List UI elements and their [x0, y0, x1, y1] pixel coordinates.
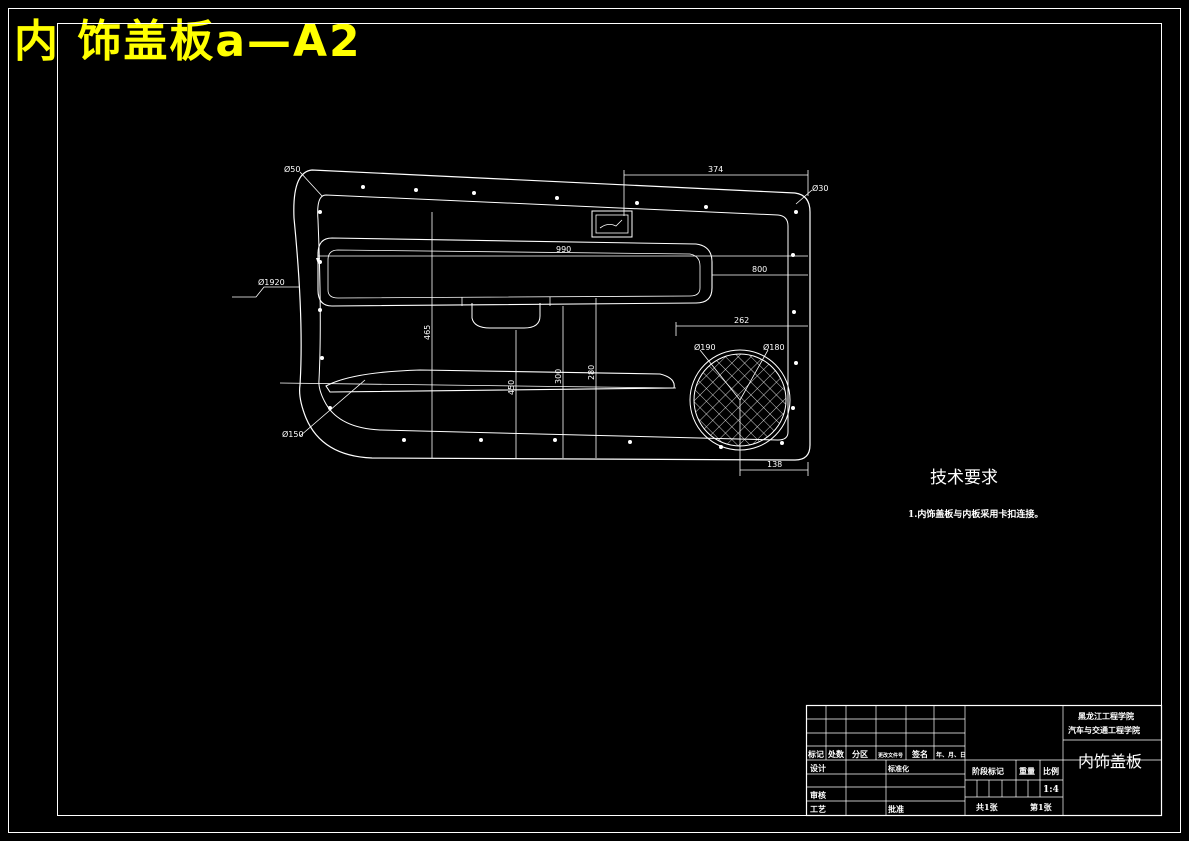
tb-part-name: 内饰盖板 — [1078, 752, 1142, 771]
tb-date: 年、月、日 — [936, 751, 966, 759]
clip-holes — [318, 185, 798, 449]
dim-d150: Ø150 — [282, 429, 304, 439]
tb-change-doc: 更改文件号 — [878, 752, 903, 759]
dimension-lines — [232, 170, 813, 476]
dim-d1920: Ø1920 — [258, 277, 285, 287]
tb-weight-label: 重量 — [1019, 766, 1035, 776]
tb-mark: 标记 — [807, 749, 824, 759]
dim-374: 374 — [708, 165, 723, 174]
sheet-title: 内 饰盖板a—A2 — [14, 16, 362, 67]
tb-process: 工艺 — [810, 804, 826, 814]
dim-d50: Ø50 — [284, 164, 300, 174]
tb-sheet-no: 第1张 — [1030, 802, 1053, 812]
armrest-inner — [327, 249, 701, 299]
tb-school-line2: 汽车与交通工程学院 — [1068, 725, 1140, 735]
tb-standardization: 标准化 — [887, 764, 909, 773]
dim-300: 300 — [554, 369, 563, 384]
dimension-texts: Ø50 Ø30 374 990 800 262 Ø1920 Ø150 Ø190 … — [258, 164, 828, 469]
panel-outer-outline — [293, 169, 811, 461]
dim-d190: Ø190 — [694, 342, 716, 352]
tb-zone: 分区 — [852, 749, 868, 759]
panel-inner-outline — [317, 194, 789, 441]
dim-990: 990 — [556, 245, 571, 254]
title-block: 标记 处数 分区 更改文件号 签名 年、月、日 设计 标准化 审核 工艺 批准 … — [805, 704, 1163, 817]
dim-465: 465 — [423, 325, 432, 340]
switch-box — [591, 210, 633, 238]
tb-review: 审核 — [810, 790, 826, 800]
tb-signature: 签名 — [911, 749, 928, 759]
inner-border — [57, 23, 1162, 816]
handle-recess — [471, 303, 541, 329]
dim-280: 280 — [587, 365, 596, 380]
tb-design: 设计 — [810, 763, 826, 773]
map-pocket — [325, 369, 675, 393]
tb-scale: 1:4 — [1043, 785, 1059, 795]
tech-requirements-heading: 技术要求 — [930, 468, 998, 488]
tb-scale-label: 比例 — [1043, 766, 1059, 776]
dim-450: 450 — [507, 380, 516, 395]
tb-stage-label: 阶段标记 — [972, 766, 1004, 776]
dim-d30: Ø30 — [812, 183, 828, 193]
dim-138: 138 — [767, 460, 782, 469]
tb-count: 处数 — [827, 749, 845, 759]
tech-requirement-item: 1.内饰盖板与内板采用卡扣连接。 — [908, 508, 1043, 520]
door-trim-panel — [279, 169, 811, 461]
dim-800: 800 — [752, 265, 767, 274]
dim-262: 262 — [734, 316, 749, 325]
outer-border — [8, 8, 1181, 833]
tb-school-line1: 黑龙江工程学院 — [1078, 711, 1134, 721]
tb-approve: 批准 — [888, 804, 904, 814]
armrest-band — [317, 237, 713, 307]
tb-total-sheets: 共1张 — [976, 802, 999, 812]
dim-d180: Ø180 — [763, 342, 785, 352]
